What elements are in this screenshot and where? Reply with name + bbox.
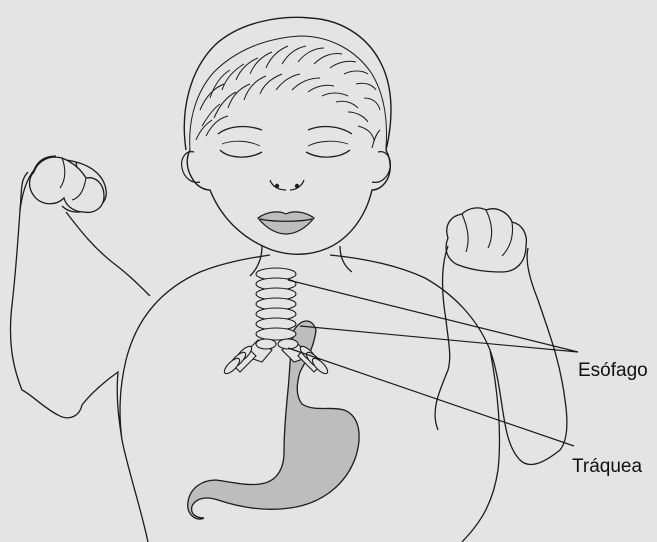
trachea-label: Tráquea: [572, 456, 642, 478]
left-nostril: [275, 184, 279, 188]
esophagus-label: Esófago: [578, 360, 648, 382]
right-nostril: [295, 184, 299, 188]
